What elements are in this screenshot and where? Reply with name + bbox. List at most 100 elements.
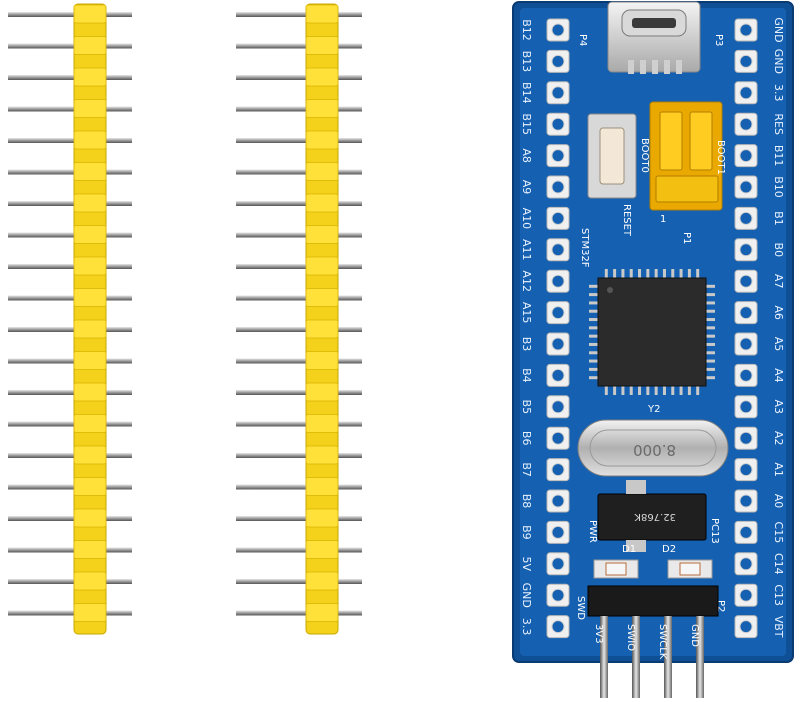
- chip-leg: [629, 386, 633, 395]
- silk-chip-family: STM32F: [579, 228, 590, 268]
- boot-jumpers: [649, 101, 723, 211]
- header-pin: [8, 421, 132, 427]
- silk-p2: P2: [715, 600, 726, 612]
- chip-leg: [654, 269, 658, 278]
- header-segment: [305, 477, 339, 496]
- right-pin-label-2: 3.3: [772, 84, 785, 102]
- header-pin: [236, 516, 362, 521]
- pin-hole: [551, 23, 565, 37]
- header-segment: [73, 99, 107, 118]
- pin-hole: [551, 86, 565, 100]
- left-pin-label-19: 3.3: [520, 618, 533, 636]
- header-pin: [8, 75, 132, 80]
- swd-pin-label-3: GND: [689, 624, 700, 647]
- chip-leg: [589, 318, 598, 322]
- pin-hole: [739, 525, 753, 539]
- header-pin: [8, 327, 132, 332]
- crystal-32k: [597, 480, 707, 552]
- left-pin-label-17: 5V: [520, 557, 533, 572]
- header-pin: [236, 264, 362, 269]
- header-pin: [8, 106, 132, 112]
- left-pin-label-2: B14: [520, 82, 533, 104]
- micro-usb-connector: [607, 1, 701, 74]
- right-pin-label-14: A1: [772, 462, 785, 477]
- left-pin-label-5: A9: [520, 180, 533, 195]
- pin-hole: [739, 180, 753, 194]
- chip-leg: [621, 269, 625, 278]
- pin-hole: [739, 494, 753, 508]
- header-segment: [73, 193, 107, 213]
- header-plastic-body: [73, 3, 107, 635]
- header-pin: [8, 138, 132, 143]
- chip-leg: [679, 269, 683, 278]
- pin-hole: [739, 368, 753, 382]
- pin-hole: [739, 337, 753, 351]
- chip-leg: [629, 269, 633, 278]
- silk-boot1: BOOT1: [715, 140, 726, 175]
- pin-hole: [551, 525, 565, 539]
- chip-leg: [646, 386, 650, 395]
- header-segment: [73, 603, 107, 622]
- led-pc13: [667, 559, 713, 579]
- pin-hole: [739, 557, 753, 571]
- header-segment: [73, 67, 107, 87]
- pin-hole: [551, 463, 565, 477]
- chip-leg: [706, 293, 715, 297]
- crystal-8mhz: [577, 419, 729, 477]
- pin-hole: [739, 431, 753, 445]
- header-pin: [8, 579, 132, 584]
- header-segment: [305, 4, 339, 24]
- stm32-blue-pill-board: B12B13B14B15A8A9A10A11A12A15B3B4B5B6B7B8…: [512, 1, 794, 698]
- header-pin: [8, 453, 132, 458]
- right-pin-label-6: B1: [772, 211, 785, 226]
- chip-leg: [706, 334, 715, 338]
- chip-leg: [621, 386, 625, 395]
- pin-hole: [739, 149, 753, 163]
- right-pin-label-1: GND: [772, 49, 785, 74]
- header-segment: [305, 225, 339, 244]
- header-pin: [236, 295, 362, 301]
- header-pin: [236, 169, 362, 175]
- left-pin-label-13: B6: [520, 431, 533, 446]
- chip-leg: [638, 386, 642, 395]
- header-pin: [236, 421, 362, 427]
- header-pin: [236, 327, 362, 332]
- chip-leg: [662, 386, 666, 395]
- header-plastic-body: [305, 3, 339, 635]
- pin-hole: [739, 243, 753, 257]
- left-pin-label-1: B13: [520, 51, 533, 73]
- swd-header: [587, 585, 719, 698]
- pin-hole: [739, 86, 753, 100]
- header-segment: [305, 162, 339, 181]
- silk-boot0: BOOT0: [639, 138, 650, 173]
- left-pin-label-3: B15: [520, 113, 533, 135]
- pin-hole: [551, 54, 565, 68]
- pin-hole: [739, 588, 753, 602]
- header-pin: [8, 390, 132, 395]
- silk-d2: D2: [662, 544, 676, 555]
- pin-hole: [739, 463, 753, 477]
- chip-leg: [696, 386, 700, 395]
- silk-pc13: PC13: [709, 518, 720, 544]
- pin-hole: [739, 400, 753, 414]
- header-segment: [305, 571, 339, 591]
- header-pin: [236, 43, 362, 49]
- chip-leg: [706, 367, 715, 371]
- left-pin-label-15: B8: [520, 494, 533, 509]
- header-pin: [8, 516, 132, 521]
- pin-hole: [739, 23, 753, 37]
- header-segment: [73, 130, 107, 150]
- pin-hole: [739, 211, 753, 225]
- right-pin-label-7: B0: [772, 243, 785, 258]
- chip-leg: [706, 359, 715, 363]
- right-pin-holes: [734, 18, 758, 639]
- silk-swd: SWD: [575, 596, 586, 620]
- right-pin-label-5: B10: [772, 176, 785, 198]
- left-pin-label-16: B9: [520, 525, 533, 540]
- chip-leg: [662, 269, 666, 278]
- pin-hole: [551, 180, 565, 194]
- pin-hole: [739, 54, 753, 68]
- header-pin: [8, 201, 132, 206]
- swd-pin-label-2: SWCLK: [657, 624, 668, 660]
